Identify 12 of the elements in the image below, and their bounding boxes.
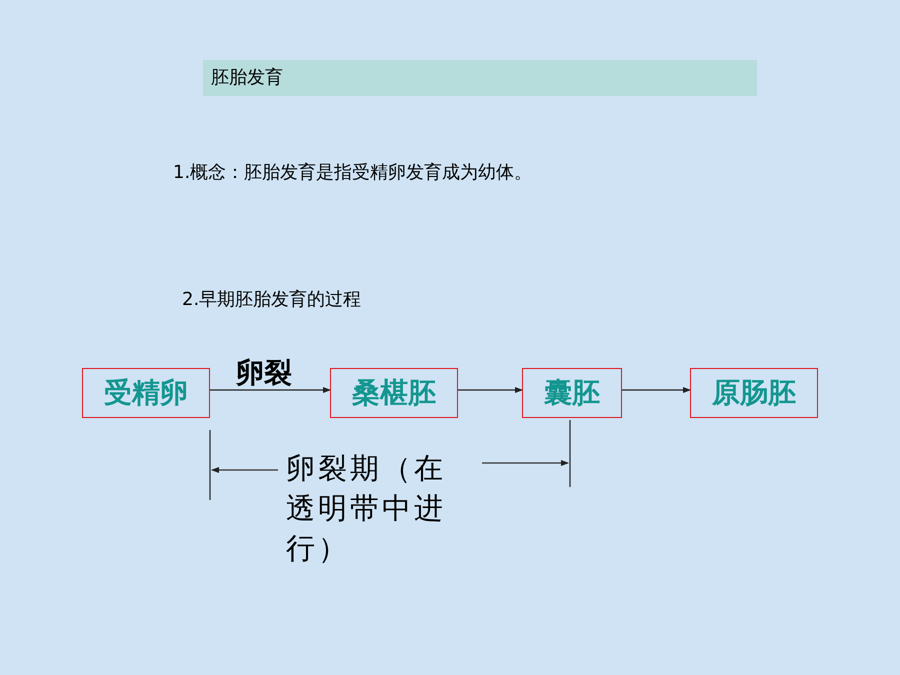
arrow	[458, 387, 523, 393]
period-label: 卵裂期（在透明带中进行）	[286, 450, 447, 567]
stage-box: 桑椹胚	[330, 368, 458, 418]
stage-box: 原肠胚	[690, 368, 818, 418]
stage-box: 囊胚	[522, 368, 622, 418]
arrow	[210, 387, 331, 393]
stage-box: 受精卵	[82, 368, 210, 418]
title-band: 胚胎发育	[203, 60, 757, 96]
note-text: 2.早期胚胎发育的过程	[182, 288, 362, 311]
edge-label: 卵裂	[236, 355, 292, 391]
note-text: 1.概念：胚胎发育是指受精卵发育成为幼体。	[173, 161, 532, 184]
arrow	[622, 387, 691, 393]
